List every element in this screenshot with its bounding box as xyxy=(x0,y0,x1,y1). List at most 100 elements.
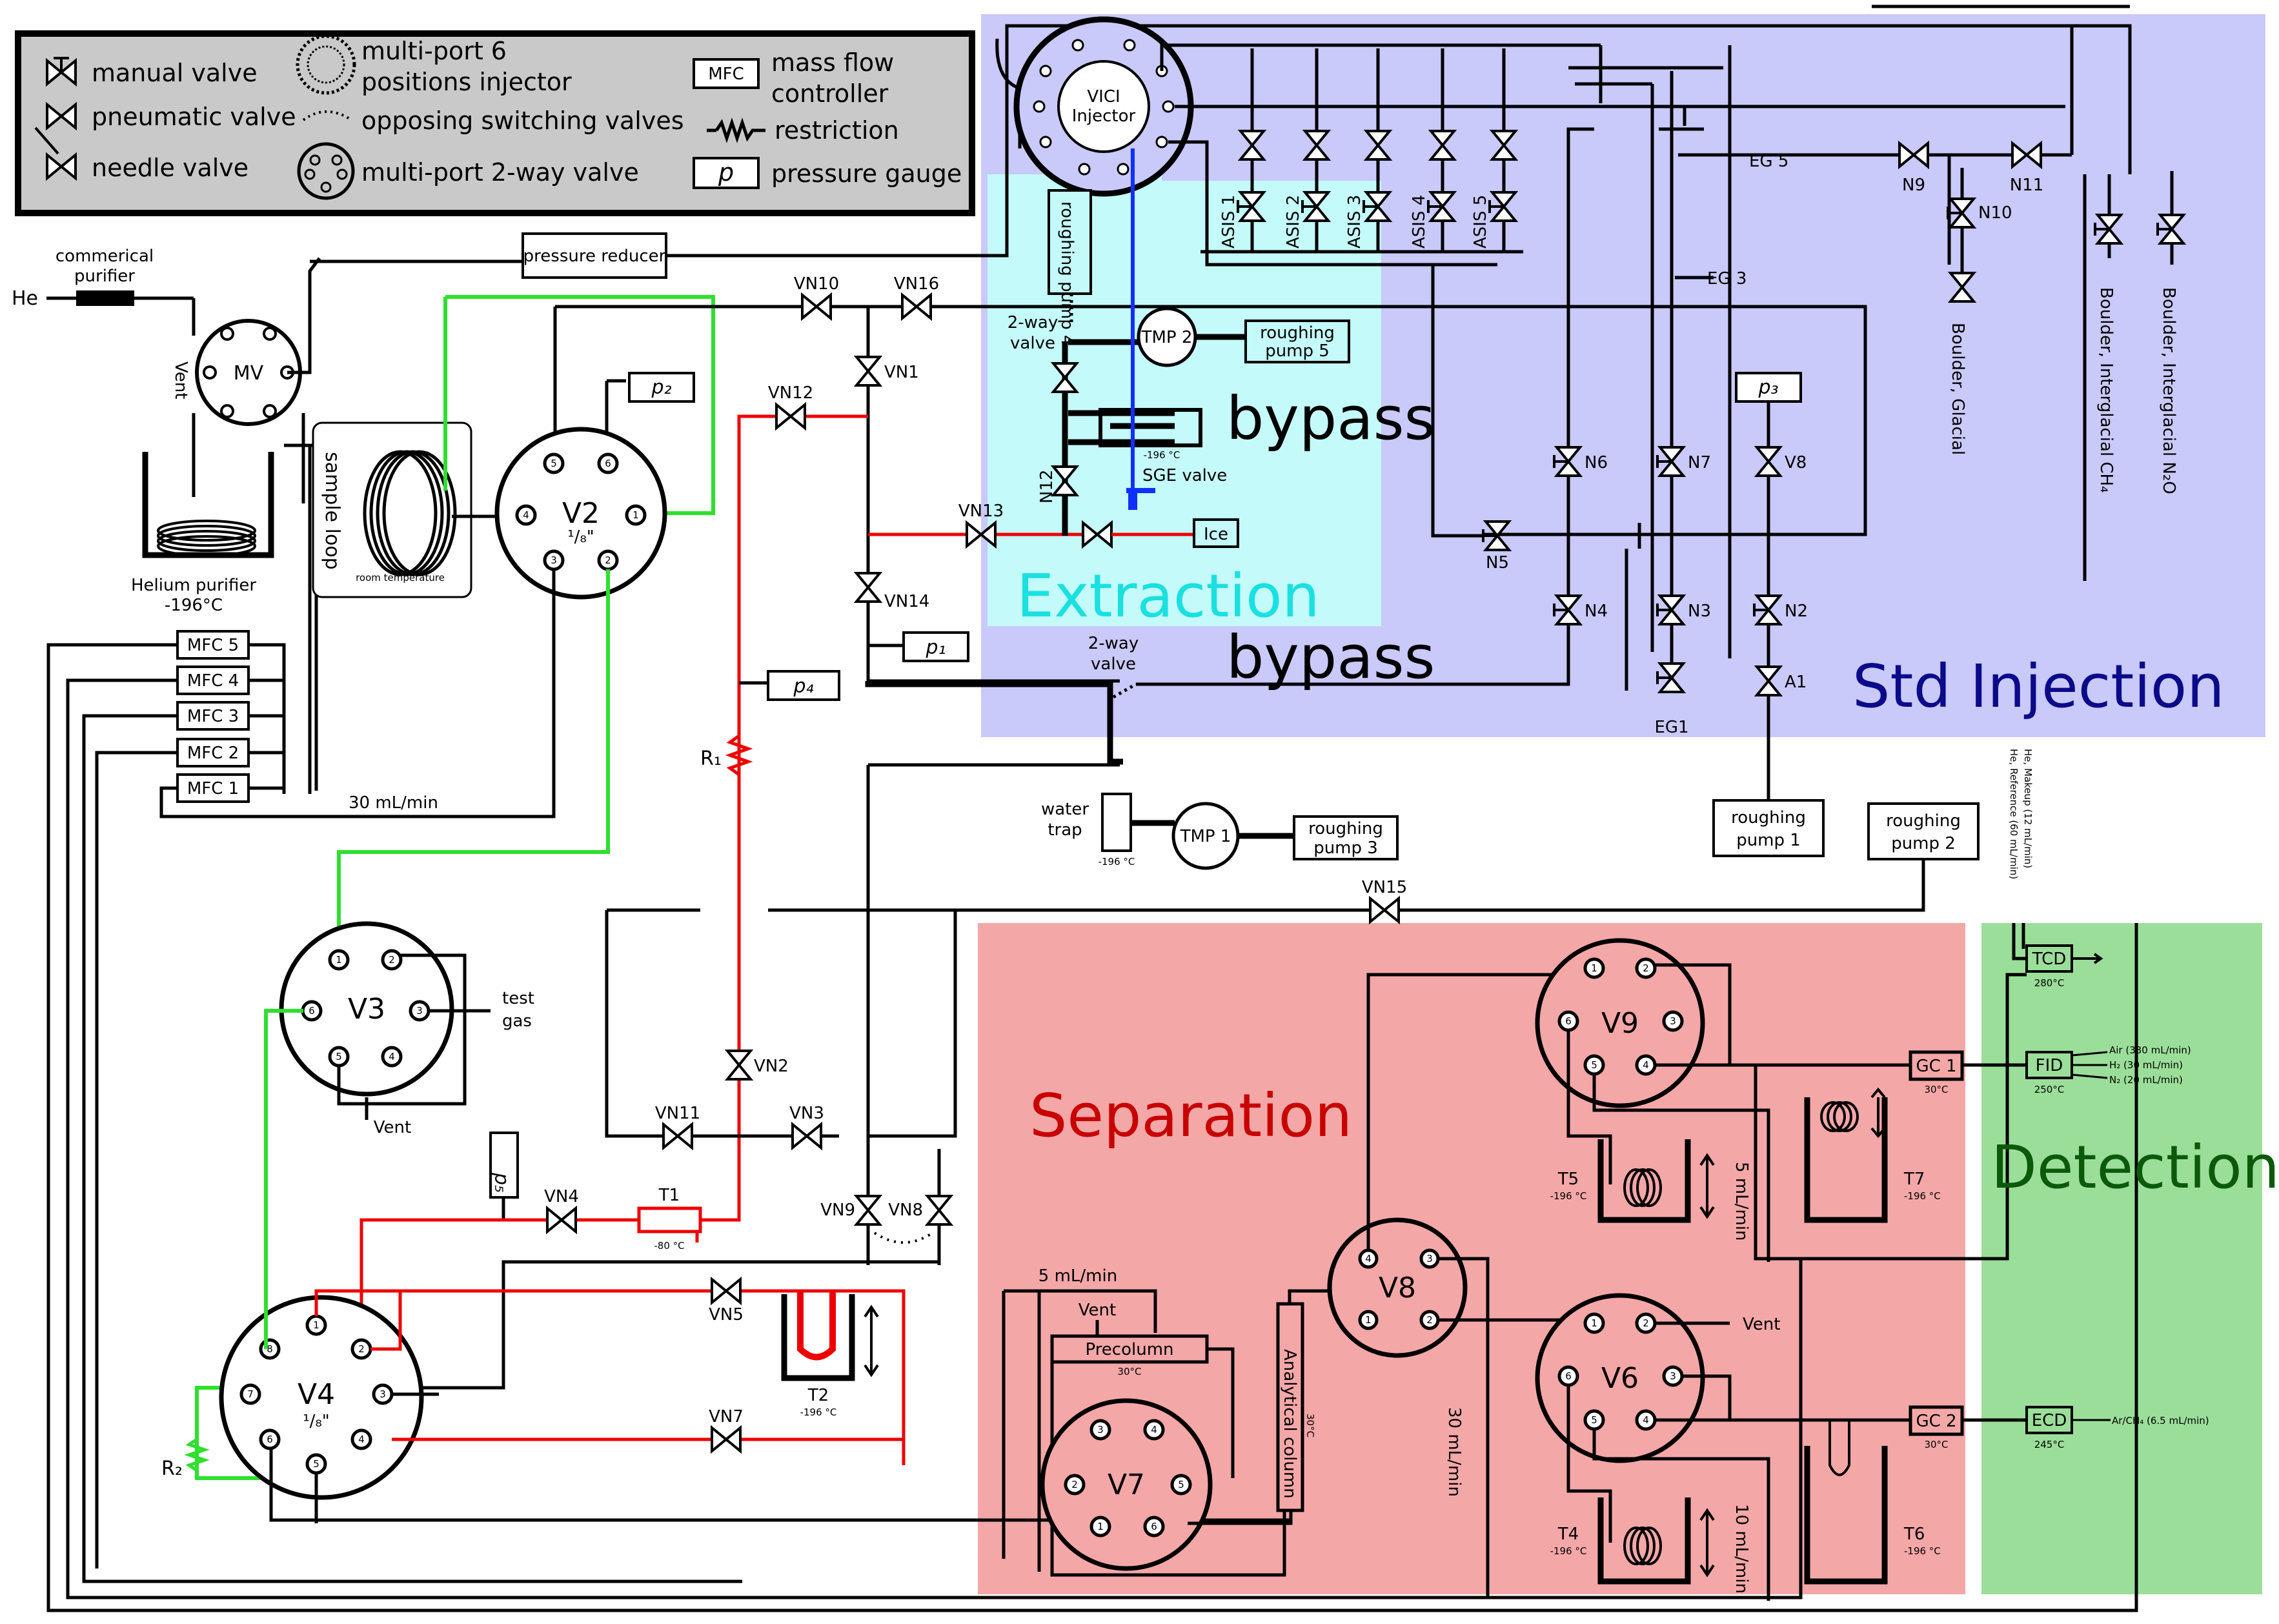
vn14-valve[interactable] xyxy=(855,572,881,603)
t1-temp: -80 °C xyxy=(654,1240,684,1252)
test-gas-label-2: gas xyxy=(502,1011,532,1031)
v7-valve[interactable]: V7 3 4 2 5 1 6 xyxy=(1040,1398,1213,1571)
mv-vent-label: Vent xyxy=(171,361,190,399)
v3-valve[interactable]: V3 1 2 6 3 5 4 xyxy=(279,921,454,1097)
gc2-label: GC 2 xyxy=(1916,1412,1956,1431)
roughing-pump3[interactable] xyxy=(1293,815,1399,860)
legend-manual-valve: manual valve xyxy=(92,59,258,87)
vici-injector[interactable]: VICI Injector xyxy=(1013,16,1194,197)
commercial-purifier xyxy=(76,290,134,306)
vn8-valve[interactable] xyxy=(926,1195,952,1226)
water-trap-temp: -196 °C xyxy=(1099,856,1135,868)
gc2-temp: 30°C xyxy=(1924,1439,1948,1450)
v4-valve[interactable]: V4 ¹/₈" 1 2 3 4 5 6 7 8 xyxy=(219,1295,424,1500)
vn10-valve[interactable] xyxy=(801,294,832,320)
multiport-2way-icon xyxy=(297,142,355,200)
t7-coil xyxy=(1820,1101,1859,1132)
vn7-label: VN7 xyxy=(709,1407,744,1426)
p1-label: p₁ xyxy=(925,636,946,659)
roughing-pump4[interactable] xyxy=(1048,189,1092,295)
vn10-label: VN10 xyxy=(794,274,839,294)
upper-two-way-label-1: 2-way xyxy=(1008,313,1058,332)
t2-label: T2 xyxy=(807,1386,829,1405)
vici-label-2: Injector xyxy=(1072,107,1136,126)
v2-valve[interactable]: V2 ¹/₈" 5 6 4 1 3 2 xyxy=(494,427,667,600)
svg-text:5: 5 xyxy=(1591,1414,1597,1426)
t5-temp: -196 °C xyxy=(1550,1190,1587,1202)
vn5-valve[interactable] xyxy=(711,1278,742,1304)
vn1-valve[interactable] xyxy=(855,356,881,387)
roughing-pump2-label-1: roughing xyxy=(1886,811,1961,831)
fid-temp: 250°C xyxy=(2034,1084,2065,1095)
vn11-valve[interactable] xyxy=(662,1123,693,1149)
roughing-pump5[interactable] xyxy=(1244,320,1350,363)
helium-purifier-label-2: -196°C xyxy=(165,596,223,615)
vn3-valve[interactable] xyxy=(791,1123,822,1149)
v3-label: V3 xyxy=(348,993,385,1026)
n7-label: N7 xyxy=(1688,453,1711,472)
asis2-label: ASIS 2 xyxy=(1284,195,1303,249)
analytical-column-label: Analytical column xyxy=(1280,1349,1299,1499)
p1-gauge xyxy=(902,631,969,662)
sample-loop-label: sample loop xyxy=(321,452,343,570)
v6-label: V6 xyxy=(1601,1362,1639,1395)
tcd-label: TCD xyxy=(2032,949,2067,969)
v7-vent-label: Vent xyxy=(1079,1301,1116,1320)
t4-temp: -196 °C xyxy=(1550,1545,1587,1557)
vn16-valve[interactable] xyxy=(901,294,932,320)
vn15-valve[interactable] xyxy=(1369,897,1400,923)
vn12-valve[interactable] xyxy=(775,403,806,429)
roughing-pump3-label-2: pump 3 xyxy=(1313,838,1378,858)
vn7-valve[interactable] xyxy=(711,1426,742,1452)
n5-label: N5 xyxy=(1486,553,1509,573)
legend-needle-valve: needle valve xyxy=(92,154,248,182)
mfc3-label: MFC 3 xyxy=(187,707,239,726)
svg-text:6: 6 xyxy=(1565,1015,1572,1027)
v4-cryo-loops xyxy=(314,1289,906,1465)
mfc5[interactable] xyxy=(176,630,250,660)
mfc4-label: MFC 4 xyxy=(187,671,239,691)
svg-text:4: 4 xyxy=(1643,1059,1649,1071)
svg-text:6: 6 xyxy=(1151,1521,1157,1532)
flow-30b-label: 30 mL/min xyxy=(1444,1407,1464,1497)
t6-temp: -196 °C xyxy=(1904,1545,1941,1557)
roughing-pump1[interactable] xyxy=(1712,799,1825,857)
p5-label: p₅ xyxy=(490,1172,512,1193)
svg-text:2: 2 xyxy=(1071,1479,1078,1490)
svg-text:3: 3 xyxy=(1426,1253,1433,1264)
gc2-oven xyxy=(1909,1405,1964,1436)
t5-dewar xyxy=(1597,1139,1691,1223)
flow-30-label: 30 mL/min xyxy=(349,793,438,813)
vn1-label: VN1 xyxy=(884,363,919,382)
boulder-glacial-label: Boulder, Glacial xyxy=(1948,323,1967,455)
std-injection-section-title: Std Injection xyxy=(1852,652,2225,721)
bypass-label-upper: bypass xyxy=(1226,384,1435,453)
vn9-valve[interactable] xyxy=(855,1195,881,1226)
svg-text:6: 6 xyxy=(605,458,611,469)
v6-valve[interactable]: V6 1 2 6 3 5 4 xyxy=(1535,1293,1705,1463)
mfc5-label: MFC 5 xyxy=(187,636,239,655)
vn4-valve[interactable] xyxy=(546,1207,577,1233)
legend-multiport6-1: multi-port 6 xyxy=(361,37,507,65)
mfc4[interactable] xyxy=(176,665,250,695)
t6-dewar xyxy=(1804,1446,1888,1585)
test-gas-label-1: test xyxy=(502,989,534,1008)
vici-label-1: VICI xyxy=(1087,87,1120,107)
t7-label: T7 xyxy=(1903,1170,1925,1189)
gc1-label: GC 1 xyxy=(1916,1057,1956,1076)
t2-temp: -196 °C xyxy=(800,1406,837,1418)
vn3-label: VN3 xyxy=(789,1104,824,1123)
ice-trap xyxy=(1193,518,1239,548)
legend-opposing: opposing switching valves xyxy=(361,107,684,135)
v4-label: V4 xyxy=(298,1378,335,1411)
std-injection-region-lower xyxy=(1401,284,2265,736)
vn2-valve[interactable] xyxy=(726,1050,752,1081)
v8-valve[interactable]: V8 4 3 1 2 xyxy=(1327,1217,1468,1358)
tcd-temp: 280°C xyxy=(2034,977,2065,989)
vn8-label: VN8 xyxy=(888,1201,923,1220)
precolumn-temp: 30°C xyxy=(1117,1366,1141,1377)
main-vacuum-line xyxy=(713,305,1867,536)
svg-text:4: 4 xyxy=(1151,1424,1157,1436)
t1-label: T1 xyxy=(658,1186,680,1205)
mfc2[interactable] xyxy=(176,738,250,767)
